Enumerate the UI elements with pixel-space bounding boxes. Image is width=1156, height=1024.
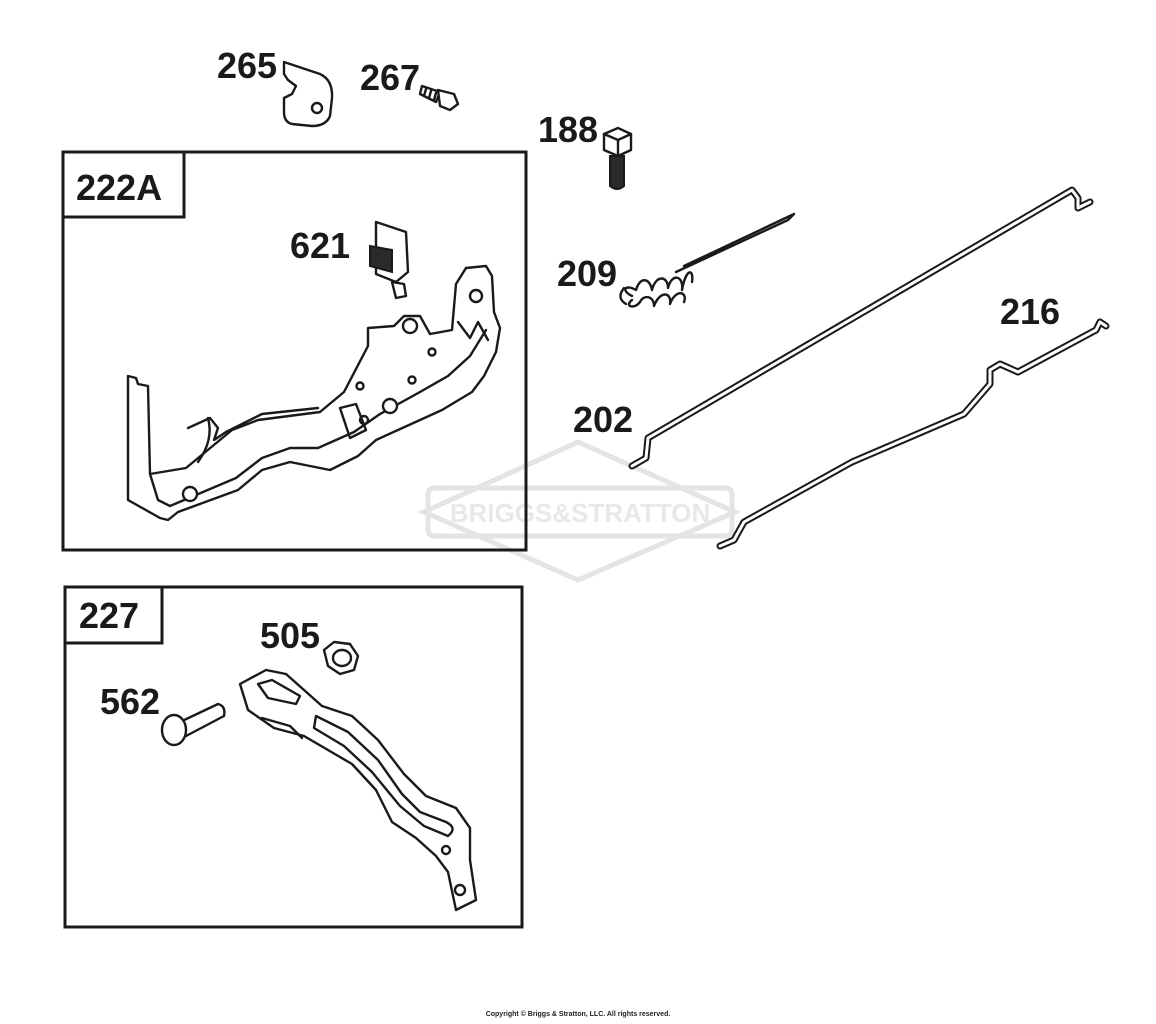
callout-562: 562 [100, 681, 160, 722]
callout-621: 621 [290, 225, 350, 266]
callout-505: 505 [260, 615, 320, 656]
part-202-rod [628, 186, 1094, 470]
watermark-text: BRIGGS&STRATTON [450, 498, 710, 528]
copyright-notice: Copyright © Briggs & Stratton, LLC. All … [485, 1011, 671, 1018]
part-267-screw [418, 84, 460, 112]
callout-267: 267 [360, 57, 420, 98]
callout-222a: 222A [76, 167, 162, 208]
callout-265: 265 [217, 45, 277, 86]
watermark-logo: BRIGGS&STRATTON [417, 439, 742, 583]
assembly-box-227 [63, 585, 524, 929]
part-562-pin [160, 702, 226, 747]
callout-202: 202 [573, 399, 633, 440]
part-222a-bracket [126, 264, 502, 522]
part-216-wire [716, 318, 1110, 550]
part-621-clip [369, 220, 410, 300]
callout-188: 188 [538, 109, 598, 150]
part-188-bolt [602, 126, 633, 190]
part-265-plate [282, 60, 334, 128]
part-209-spring [619, 212, 796, 308]
callout-227: 227 [79, 595, 139, 636]
part-227-lever [238, 668, 478, 912]
part-505-nut [322, 640, 360, 676]
callout-216: 216 [1000, 291, 1060, 332]
callout-209: 209 [557, 253, 617, 294]
assembly-box-222a [61, 150, 528, 552]
